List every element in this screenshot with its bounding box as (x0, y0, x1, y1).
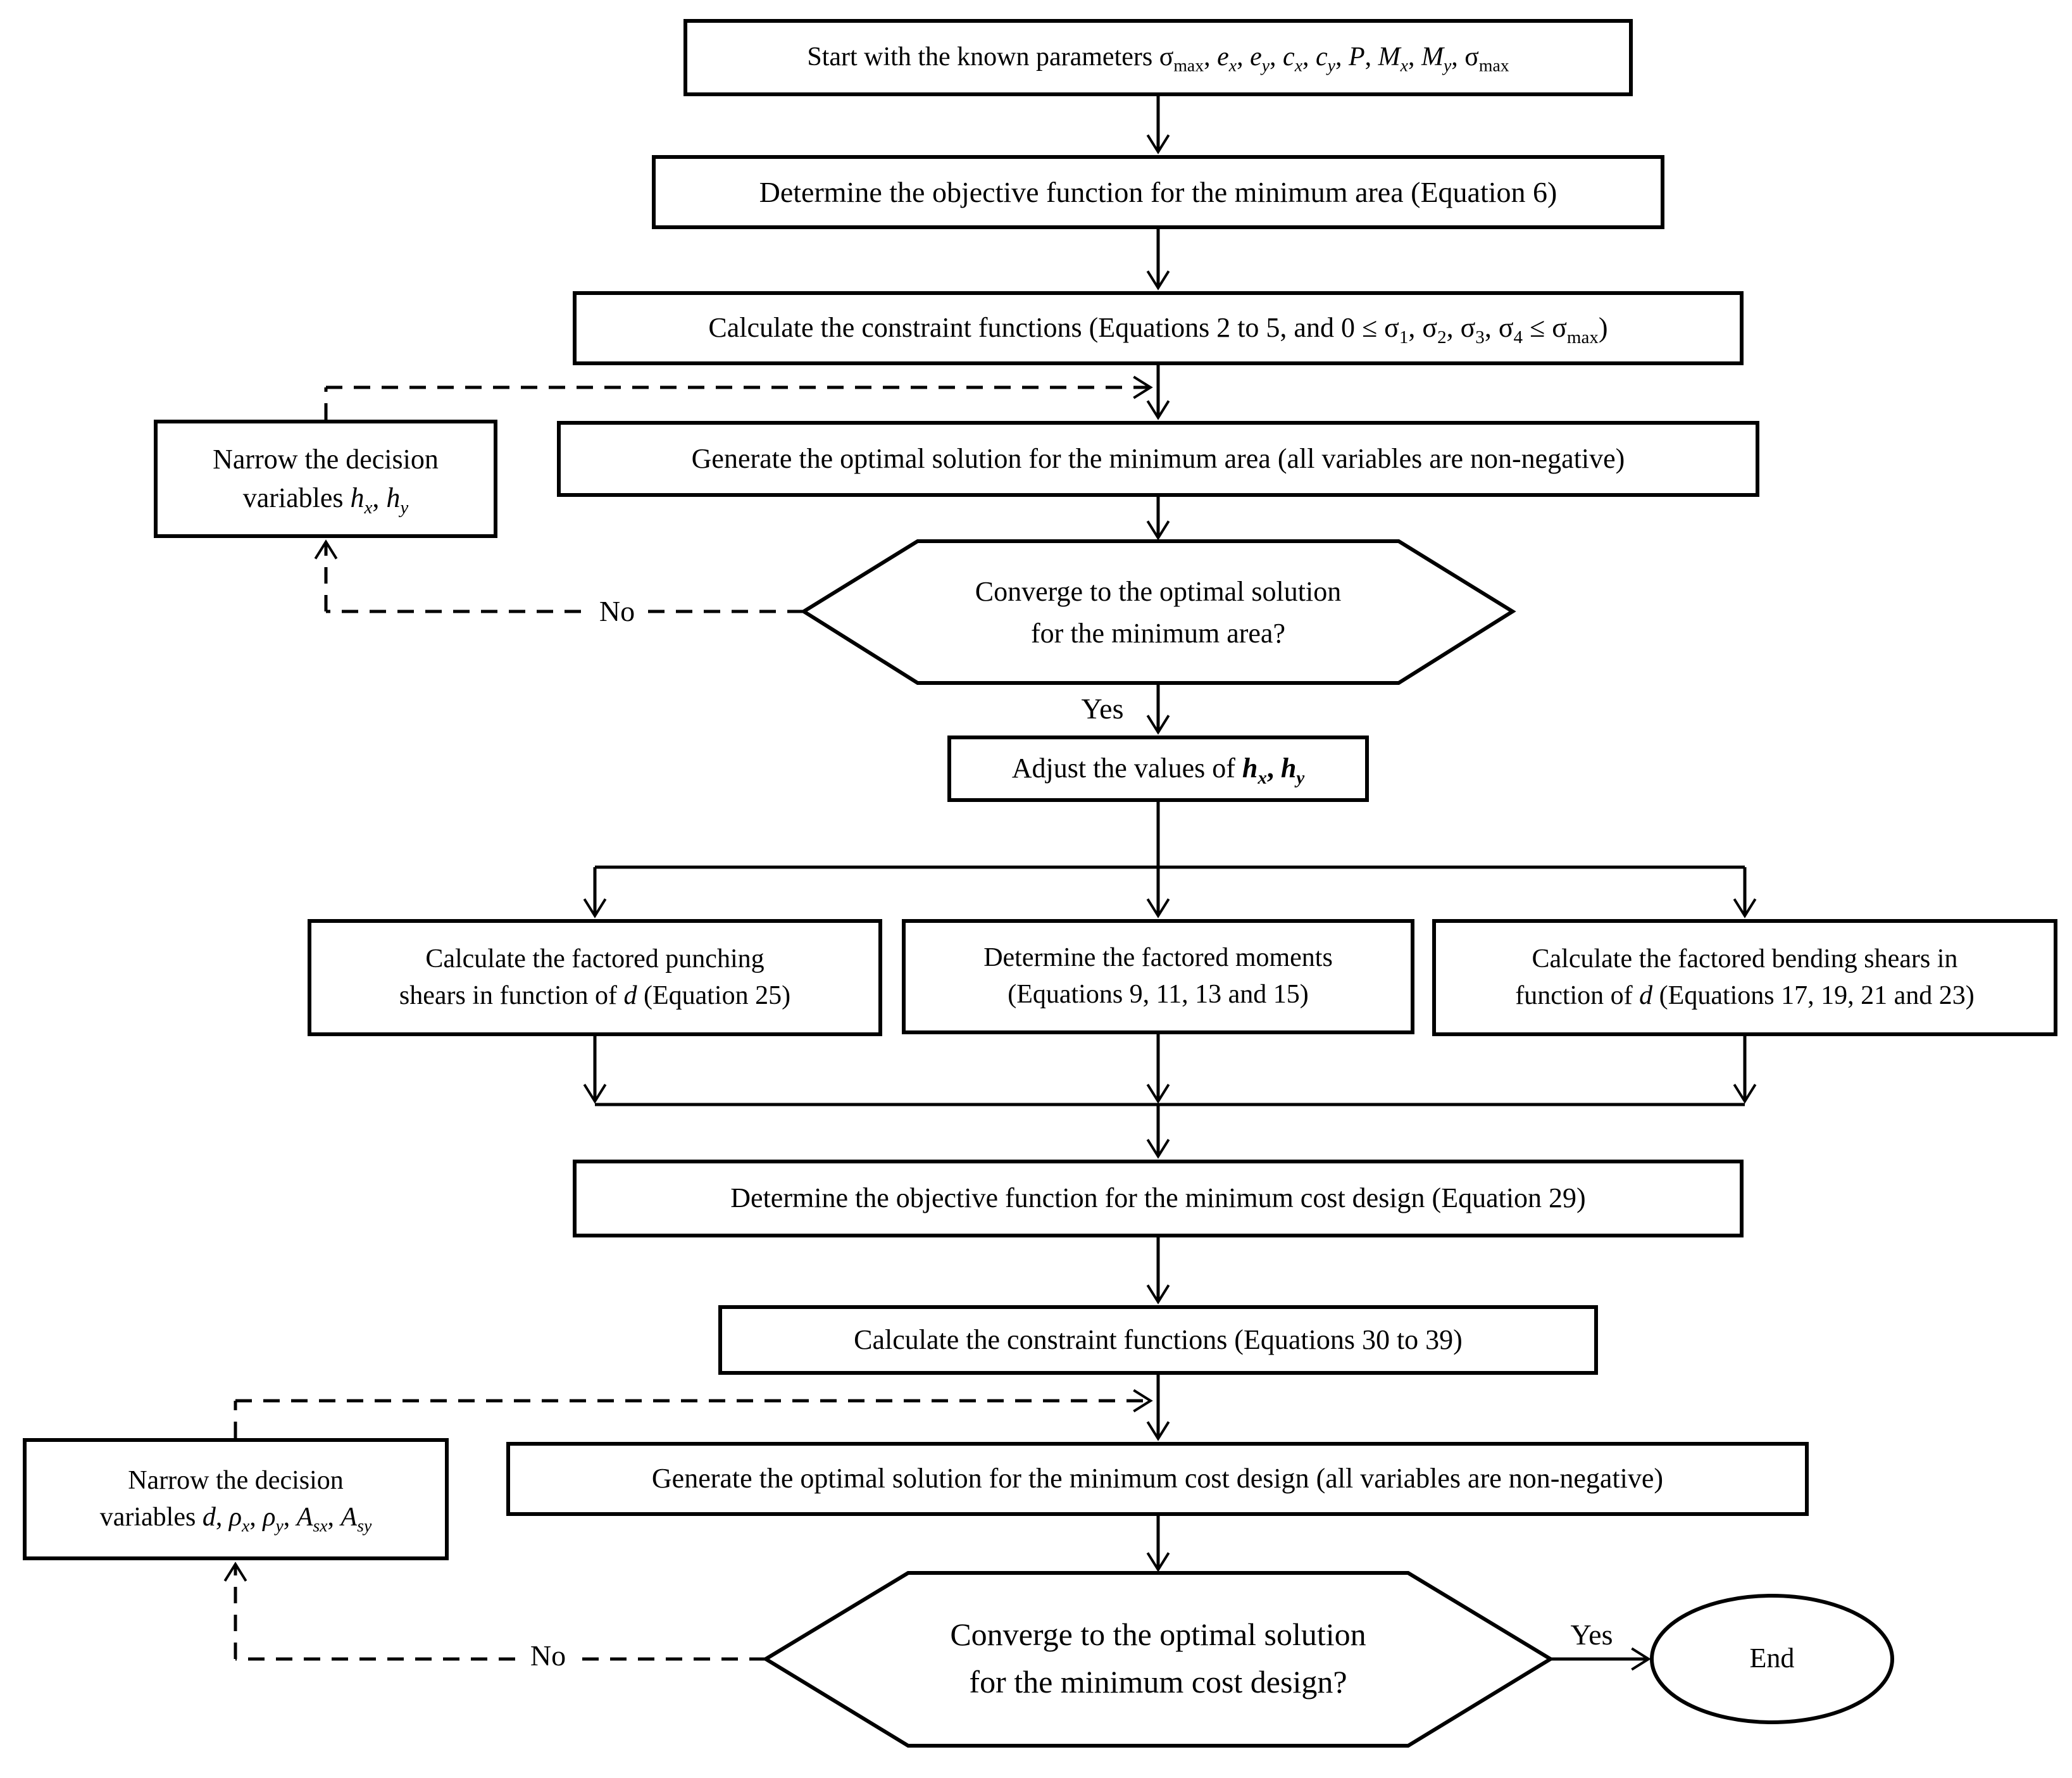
node-constraints-min-cost: Calculate the constraint functions (Equa… (718, 1305, 1598, 1375)
edge-label-no-area: No (590, 596, 644, 627)
hexagon-converge-min-cost-shape (762, 1571, 1554, 1748)
node-adjust-hx-hy: Adjust the values of hx, hy (947, 736, 1369, 802)
node-objective-min-area-label: Determine the objective function for the… (759, 175, 1557, 208)
node-end: End (1709, 1627, 1835, 1690)
node-start-label: Start with the known parameters σmax, ex… (807, 42, 1509, 75)
node-generate-min-cost: Generate the optimal solution for the mi… (506, 1442, 1809, 1516)
node-constraints-min-area: Calculate the constraint functions (Equa… (573, 291, 1744, 365)
node-end-label: End (1749, 1643, 1795, 1674)
node-constraints-min-area-label: Calculate the constraint functions (Equa… (708, 312, 1608, 347)
node-objective-min-area: Determine the objective function for the… (652, 155, 1664, 229)
edge-label-yes-cost: Yes (1570, 1618, 1613, 1651)
edge-label-no-cost: No (521, 1640, 575, 1672)
node-constraints-min-cost-label: Calculate the constraint functions (Equa… (854, 1324, 1463, 1355)
node-adjust-hx-hy-label: Adjust the values of hx, hy (1011, 753, 1305, 788)
node-generate-min-area-label: Generate the optimal solution for the mi… (691, 442, 1625, 474)
edge-label-yes-area: Yes (1081, 692, 1124, 725)
node-factored-moments: Determine the factored moments(Equations… (902, 919, 1414, 1034)
node-objective-min-cost: Determine the objective function for the… (573, 1160, 1744, 1237)
node-start: Start with the known parameters σmax, ex… (683, 19, 1633, 96)
node-objective-min-cost-label: Determine the objective function for the… (730, 1182, 1586, 1214)
node-generate-min-cost-label: Generate the optimal solution for the mi… (651, 1463, 1664, 1494)
node-generate-min-area: Generate the optimal solution for the mi… (557, 421, 1759, 497)
node-bending-shears: Calculate the factored bending shears in… (1432, 919, 2057, 1036)
node-bending-shears-label: Calculate the factored bending shears in… (1515, 944, 1975, 1010)
hexagon-converge-min-area-shape (800, 539, 1516, 685)
node-factored-moments-label: Determine the factored moments(Equations… (983, 943, 1333, 1009)
end-terminator-shape (1650, 1594, 1894, 1724)
